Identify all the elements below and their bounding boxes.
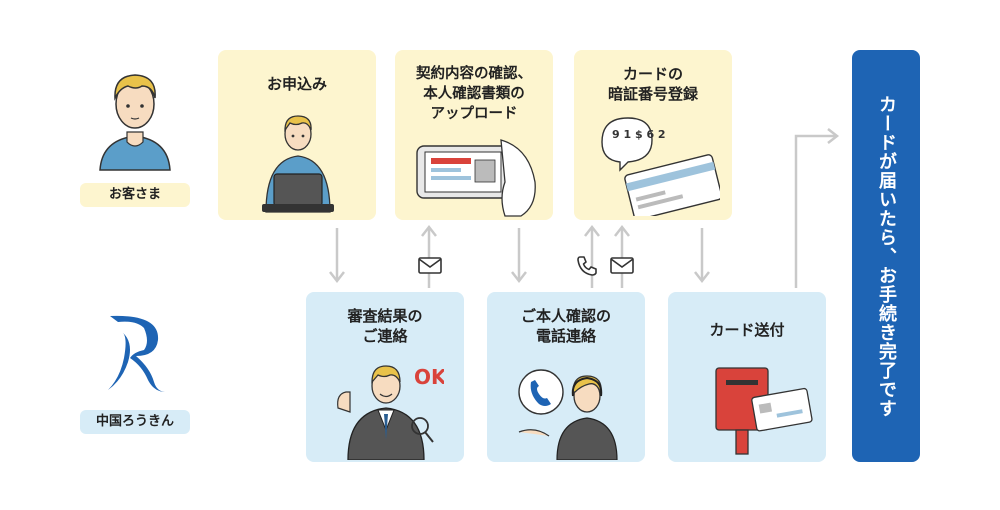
step-phone: ご本人確認の 電話連絡: [487, 292, 645, 462]
step-review-title: 審査結果の ご連絡: [347, 307, 423, 345]
arrow-right-send-to-final: [794, 128, 840, 288]
mail-icon: [610, 257, 634, 274]
step-pin-title: カードの 暗証番号登録: [607, 65, 698, 103]
step-apply-title: お申込み: [266, 75, 327, 93]
step-upload-title: 契約内容の確認、 本人確認書類の アップロード: [416, 66, 532, 122]
flow-arrows: [329, 128, 840, 288]
role-badge-bank: 中国ろうきん: [80, 410, 190, 434]
card-number-text: 9 1 $ 6 2: [612, 128, 666, 141]
person-laptop-illustration: [262, 115, 334, 213]
completion-text: カードが届いたら、お手続き完了です: [876, 94, 897, 418]
rokin-logo-icon: [108, 315, 166, 392]
phone-upload-illustration: [416, 139, 536, 217]
staff-ok-illustration: OK: [337, 365, 444, 460]
role-badge-customer: お客さま: [80, 183, 190, 207]
step-send: カード送付: [668, 292, 826, 462]
arrow-up-phone-to-pin-1: [584, 224, 600, 288]
customer-avatar: [99, 74, 171, 171]
mail-icon: [418, 257, 442, 274]
mailbox-card-illustration: [715, 367, 813, 455]
pin-card-illustration: 9 1 $ 6 2: [601, 117, 720, 216]
completion-box: カードが届いたら、お手続き完了です: [852, 50, 920, 462]
step-phone-title: ご本人確認の 電話連絡: [520, 307, 611, 345]
arrow-down-apply-to-review: [329, 228, 345, 284]
phone-icon: [577, 256, 597, 276]
arrow-down-upload-to-phone: [511, 228, 527, 284]
step-review: 審査結果の ご連絡 OK: [306, 292, 464, 462]
operator-illustration: [518, 369, 618, 460]
step-send-title: カード送付: [709, 321, 785, 339]
arrow-down-pin-to-send: [694, 228, 710, 284]
step-upload: 契約内容の確認、 本人確認書類の アップロード: [395, 50, 553, 220]
step-pin: カードの 暗証番号登録 9 1 $ 6 2: [574, 50, 732, 220]
ok-text: OK: [414, 365, 444, 389]
step-apply: お申込み: [218, 50, 376, 220]
